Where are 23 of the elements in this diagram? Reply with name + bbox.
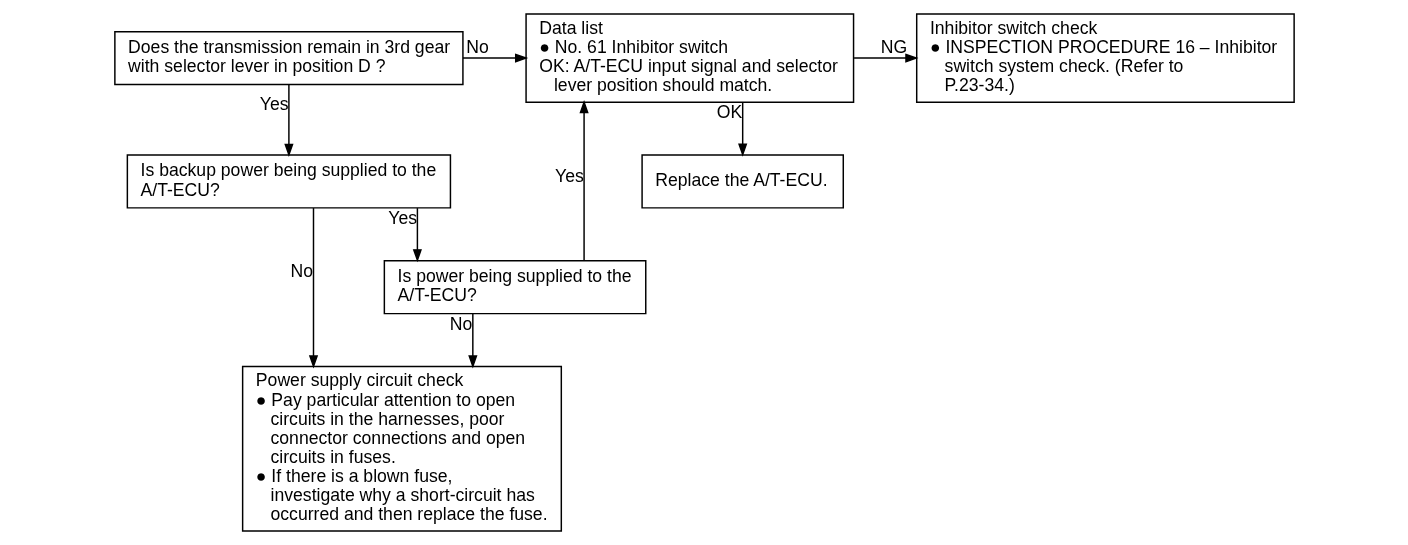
arrow (852, 53, 918, 63)
node-box: Power supply circuit check ● Pay particular attention to open circuits in the harnesses, poor connector connections and open circuits in fuses. ● If there is a blown fuse, investigate why a short-circuit has occurred and then replace the fuse. (241, 365, 562, 532)
arrow (283, 84, 294, 157)
node-box: Data list ● No. 61 Inhibitor switch OK: A/T-ECU input signal and selector lever position should match. (524, 13, 854, 103)
node-box: Is backup power being supplied to the A/T-ECU? (126, 154, 451, 209)
edge-label: No (465, 37, 489, 58)
node-box: Is power being supplied to the A/T-ECU? (383, 260, 646, 315)
node-box: Does the transmission remain in 3rd gear with selector lever in position D ? (113, 30, 464, 86)
arrow (737, 101, 747, 157)
node-box: Inhibitor switch check ● INSPECTION PROCEDURE 16 – Inhibitor switch system check. (Refer to P.23-34.) (915, 13, 1295, 103)
arrow (461, 53, 528, 63)
edge-label: Yes (259, 93, 289, 114)
arrow (467, 313, 477, 369)
edge-label: Yes (554, 165, 584, 186)
node-box: Replace the A/T-ECU. (640, 154, 844, 209)
edge-label: NG (880, 37, 907, 58)
edge-label: OK (716, 102, 742, 123)
edge-label: Yes (387, 208, 417, 229)
arrow (308, 207, 318, 369)
edge-label: No (449, 313, 472, 334)
arrow (412, 207, 422, 263)
arrow (578, 100, 589, 262)
edge-label: No (289, 261, 313, 282)
